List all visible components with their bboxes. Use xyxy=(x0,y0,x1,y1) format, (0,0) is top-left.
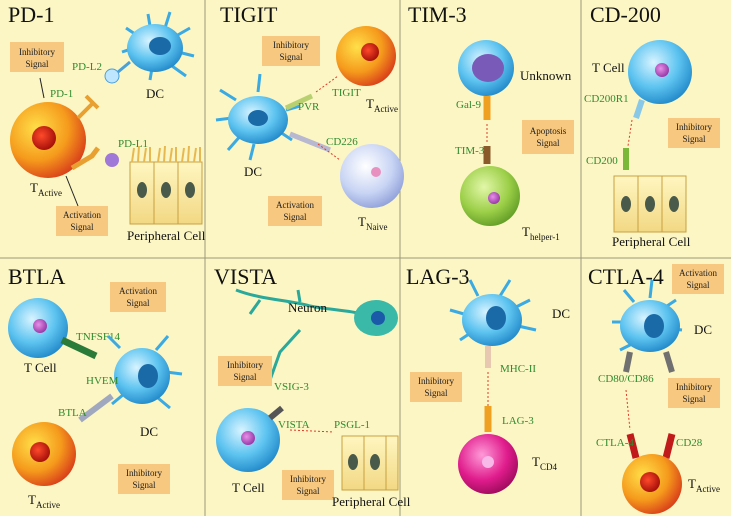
svg-text:TActive: TActive xyxy=(28,492,60,510)
svg-text:TNFSF14: TNFSF14 xyxy=(76,331,121,343)
svg-text:DC: DC xyxy=(140,424,158,439)
svg-text:Signal: Signal xyxy=(536,138,560,148)
svg-text:Signal: Signal xyxy=(126,298,150,308)
svg-text:Signal: Signal xyxy=(424,388,448,398)
svg-text:Inhibitory: Inhibitory xyxy=(676,382,712,392)
svg-text:Inhibitory: Inhibitory xyxy=(126,468,162,478)
svg-text:TIGIT: TIGIT xyxy=(220,2,278,27)
panel-title: PD-1 xyxy=(8,2,54,27)
svg-text:Apoptosis: Apoptosis xyxy=(530,126,567,136)
panel-btla: BTLA Activation Signal TNFSF14 T Cell HV… xyxy=(8,264,183,510)
svg-text:Signal: Signal xyxy=(233,372,257,382)
svg-text:DC: DC xyxy=(552,306,570,321)
svg-text:CD200R1: CD200R1 xyxy=(584,93,629,105)
svg-text:Peripheral Cell: Peripheral Cell xyxy=(332,494,411,509)
receptor-label: PD-L2 xyxy=(72,61,102,73)
svg-text:Activation: Activation xyxy=(119,286,157,296)
svg-text:Peripheral Cell: Peripheral Cell xyxy=(612,234,691,249)
svg-text:Inhibitory: Inhibitory xyxy=(273,40,309,50)
svg-text:TActive: TActive xyxy=(30,180,62,198)
svg-text:Inhibitory: Inhibitory xyxy=(290,474,326,484)
receptor-label: PD-L1 xyxy=(118,138,148,150)
svg-text:CD200: CD200 xyxy=(586,155,618,167)
svg-text:Signal: Signal xyxy=(296,486,320,496)
svg-text:Signal: Signal xyxy=(25,59,49,69)
svg-text:Activation: Activation xyxy=(63,210,101,220)
svg-text:VISTA: VISTA xyxy=(214,264,277,289)
svg-text:CD28: CD28 xyxy=(676,437,703,449)
svg-text:Inhibitory: Inhibitory xyxy=(676,122,712,132)
svg-text:MHC-II: MHC-II xyxy=(500,363,536,375)
svg-text:Gal-9: Gal-9 xyxy=(456,99,482,111)
svg-text:Inhibitory: Inhibitory xyxy=(19,47,55,57)
panel-ctla4: CTLA-4 Activation Signal DC CD80/CD86 In… xyxy=(588,264,724,514)
svg-text:Signal: Signal xyxy=(682,134,706,144)
svg-text:DC: DC xyxy=(244,164,262,179)
svg-text:Signal: Signal xyxy=(686,280,710,290)
svg-text:Signal: Signal xyxy=(70,222,94,232)
svg-text:T Cell: T Cell xyxy=(232,480,265,495)
svg-text:CD80/CD86: CD80/CD86 xyxy=(598,373,654,385)
svg-text:TNaive: TNaive xyxy=(358,214,387,232)
svg-text:Signal: Signal xyxy=(279,52,303,62)
svg-text:VISTA: VISTA xyxy=(278,419,310,431)
svg-text:TActive: TActive xyxy=(688,476,720,494)
svg-text:CTLA-4: CTLA-4 xyxy=(596,437,634,449)
svg-text:Activation: Activation xyxy=(276,200,314,210)
svg-text:TIGIT: TIGIT xyxy=(332,87,361,99)
svg-text:LAG-3: LAG-3 xyxy=(502,415,534,427)
svg-text:Unknown: Unknown xyxy=(520,68,572,83)
svg-text:Inhibitory: Inhibitory xyxy=(227,360,263,370)
cell-label: Peripheral Cell xyxy=(127,228,206,243)
svg-text:VSIG-3: VSIG-3 xyxy=(274,381,309,393)
panel-lag3: LAG-3 DC MHC-II LAG-3 Inhibitory Signal … xyxy=(406,264,570,494)
panel-vista: VISTA Neuron VSIG-3 Inhibitory Signal VI… xyxy=(214,264,411,509)
svg-text:Inhibitory: Inhibitory xyxy=(418,376,454,386)
svg-text:TIM-3: TIM-3 xyxy=(455,145,485,157)
svg-text:Neuron: Neuron xyxy=(288,300,327,315)
svg-text:LAG-3: LAG-3 xyxy=(406,264,470,289)
svg-text:CD226: CD226 xyxy=(326,136,358,148)
svg-text:CD-200: CD-200 xyxy=(590,2,661,27)
svg-text:TCD4: TCD4 xyxy=(532,454,557,472)
peripheral-cells xyxy=(129,145,203,225)
svg-text:Signal: Signal xyxy=(283,212,307,222)
receptor-label: PD-1 xyxy=(50,88,73,100)
panel-cd200: CD-200 T Cell CD200R1 CD200 Inhibitory S… xyxy=(584,2,720,249)
panel-pd1: PD-1 Inhibitory Signal DC PD-L2 PD-1 PD-… xyxy=(8,2,206,243)
panel-tigit: TIGIT Inhibitory Signal TIGIT TActive PV… xyxy=(215,2,404,232)
svg-text:Activation: Activation xyxy=(679,268,717,278)
svg-text:PSGL-1: PSGL-1 xyxy=(334,419,370,431)
svg-text:PVR: PVR xyxy=(298,101,320,113)
svg-text:Signal: Signal xyxy=(132,480,156,490)
cell-label: DC xyxy=(146,86,164,101)
svg-text:TActive: TActive xyxy=(366,96,398,114)
svg-text:DC: DC xyxy=(694,322,712,337)
svg-text:TIM-3: TIM-3 xyxy=(408,2,467,27)
svg-text:BTLA: BTLA xyxy=(58,407,87,419)
svg-text:T Cell: T Cell xyxy=(592,60,625,75)
svg-text:Thelper-1: Thelper-1 xyxy=(522,224,560,242)
signal-box xyxy=(10,42,64,72)
svg-text:BTLA: BTLA xyxy=(8,264,66,289)
panel-tim3: TIM-3 Unknown Gal-9 TIM-3 Apoptosis Sign… xyxy=(408,2,574,242)
svg-text:HVEM: HVEM xyxy=(86,375,119,387)
dc-cell xyxy=(121,11,195,81)
svg-text:Signal: Signal xyxy=(682,394,706,404)
svg-text:T Cell: T Cell xyxy=(24,360,57,375)
